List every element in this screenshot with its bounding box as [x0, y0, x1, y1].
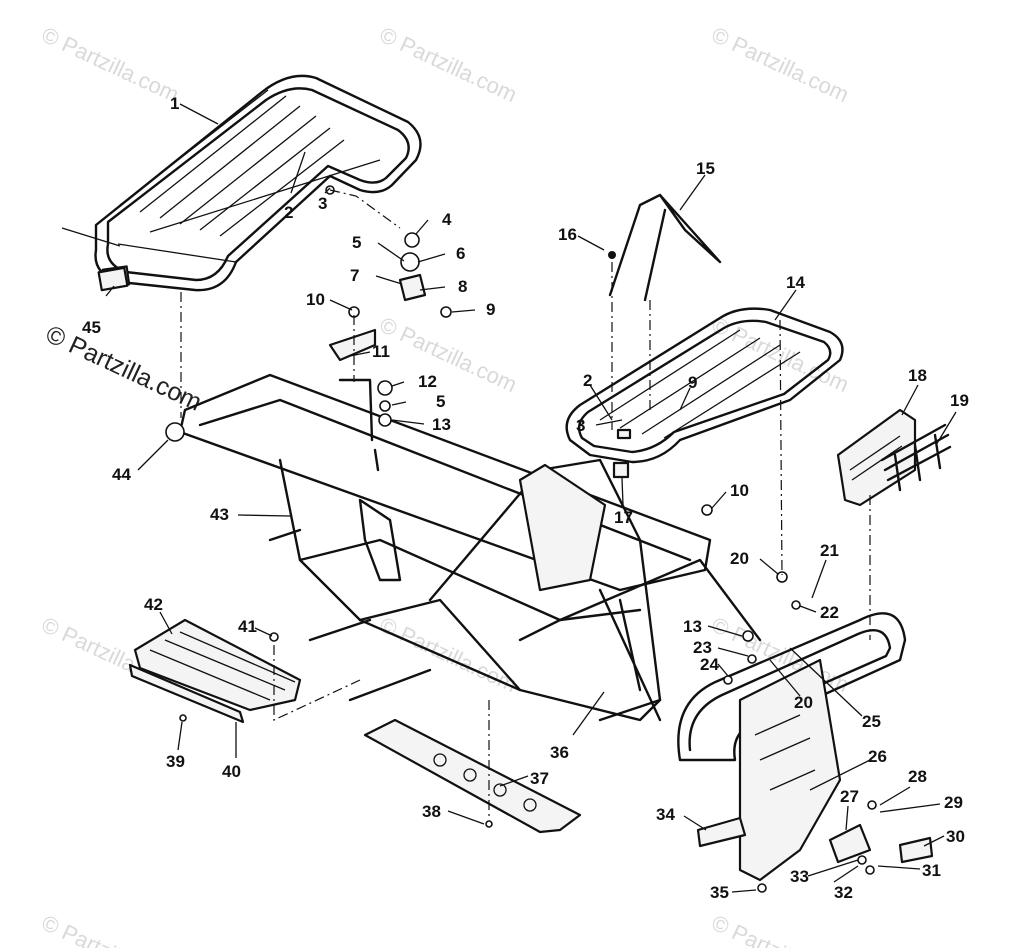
watermark-10: © Partzilla.com	[708, 910, 853, 948]
callout-10b: 10	[730, 481, 749, 500]
callout-44: 44	[112, 465, 131, 484]
alignment-lines	[180, 189, 871, 818]
callout-8: 8	[458, 277, 467, 296]
callout-41: 41	[238, 617, 257, 636]
callout-15: 15	[696, 159, 715, 178]
callout-25: 25	[862, 712, 881, 731]
rear-rack	[565, 307, 844, 464]
callout-45: 45	[82, 318, 101, 337]
callout-40: 40	[222, 762, 241, 781]
callout-29: 29	[944, 793, 963, 812]
callout-9: 9	[486, 300, 495, 319]
callout-16: 16	[558, 225, 577, 244]
rack-brace	[608, 193, 722, 302]
callout-9b: 9	[688, 373, 697, 392]
callout-12: 12	[418, 372, 437, 391]
skid-plate	[363, 718, 582, 834]
decal	[97, 266, 129, 292]
callout-13b: 13	[683, 617, 702, 636]
callout-20: 20	[730, 549, 749, 568]
callout-3: 3	[318, 194, 327, 213]
callouts: 1 2 3 4 5 6 7 8 9 10 11 12 5 13 45 44 43…	[82, 94, 969, 902]
callout-3b: 3	[576, 416, 585, 435]
callout-21: 21	[820, 541, 839, 560]
callout-43: 43	[210, 505, 229, 524]
callout-23: 23	[693, 638, 712, 657]
callout-37: 37	[530, 769, 549, 788]
callout-14: 14	[786, 273, 805, 292]
leader-lines	[61, 103, 957, 893]
main-frame	[178, 373, 762, 722]
footrest	[128, 618, 302, 724]
watermark-7: © Partzilla.com	[376, 612, 521, 697]
bracket-27	[828, 823, 872, 864]
callout-20b: 20	[794, 693, 813, 712]
watermark-3: © Partzilla.com	[708, 22, 853, 107]
bracket-34	[696, 816, 747, 848]
callout-7: 7	[350, 266, 359, 285]
callout-5b: 5	[436, 392, 445, 411]
callout-10: 10	[306, 290, 325, 309]
callout-34: 34	[656, 805, 675, 824]
callout-30: 30	[946, 827, 965, 846]
callout-26: 26	[868, 747, 887, 766]
callout-36: 36	[550, 743, 569, 762]
callout-5: 5	[352, 233, 361, 252]
callout-4: 4	[442, 210, 452, 229]
watermark-9: © Partzilla.com	[38, 910, 183, 948]
callout-33: 33	[790, 867, 809, 886]
callout-17: 17	[614, 508, 633, 527]
clip-30	[898, 836, 934, 864]
callout-38: 38	[422, 802, 441, 821]
callout-39: 39	[166, 752, 185, 771]
callout-31: 31	[922, 861, 941, 880]
callout-11: 11	[372, 342, 390, 361]
watermark-2: © Partzilla.com	[376, 22, 521, 107]
callout-13: 13	[432, 415, 451, 434]
callout-32: 32	[834, 883, 853, 902]
light-bracket	[880, 423, 952, 492]
callout-6: 6	[456, 244, 465, 263]
rear-bumper	[677, 612, 907, 882]
callout-22: 22	[820, 603, 839, 622]
callout-24: 24	[700, 655, 719, 674]
callout-42: 42	[144, 595, 163, 614]
watermark-1: © Partzilla.com	[38, 22, 183, 107]
callout-18: 18	[908, 366, 927, 385]
callout-1: 1	[170, 94, 179, 113]
callout-2b: 2	[583, 371, 592, 390]
hardware	[165, 185, 877, 893]
callout-28: 28	[908, 767, 927, 786]
tail-light	[836, 408, 917, 507]
callout-27: 27	[840, 787, 859, 806]
callout-19: 19	[950, 391, 969, 410]
front-rack	[94, 74, 422, 292]
callout-2: 2	[284, 203, 293, 222]
callout-35: 35	[710, 883, 729, 902]
